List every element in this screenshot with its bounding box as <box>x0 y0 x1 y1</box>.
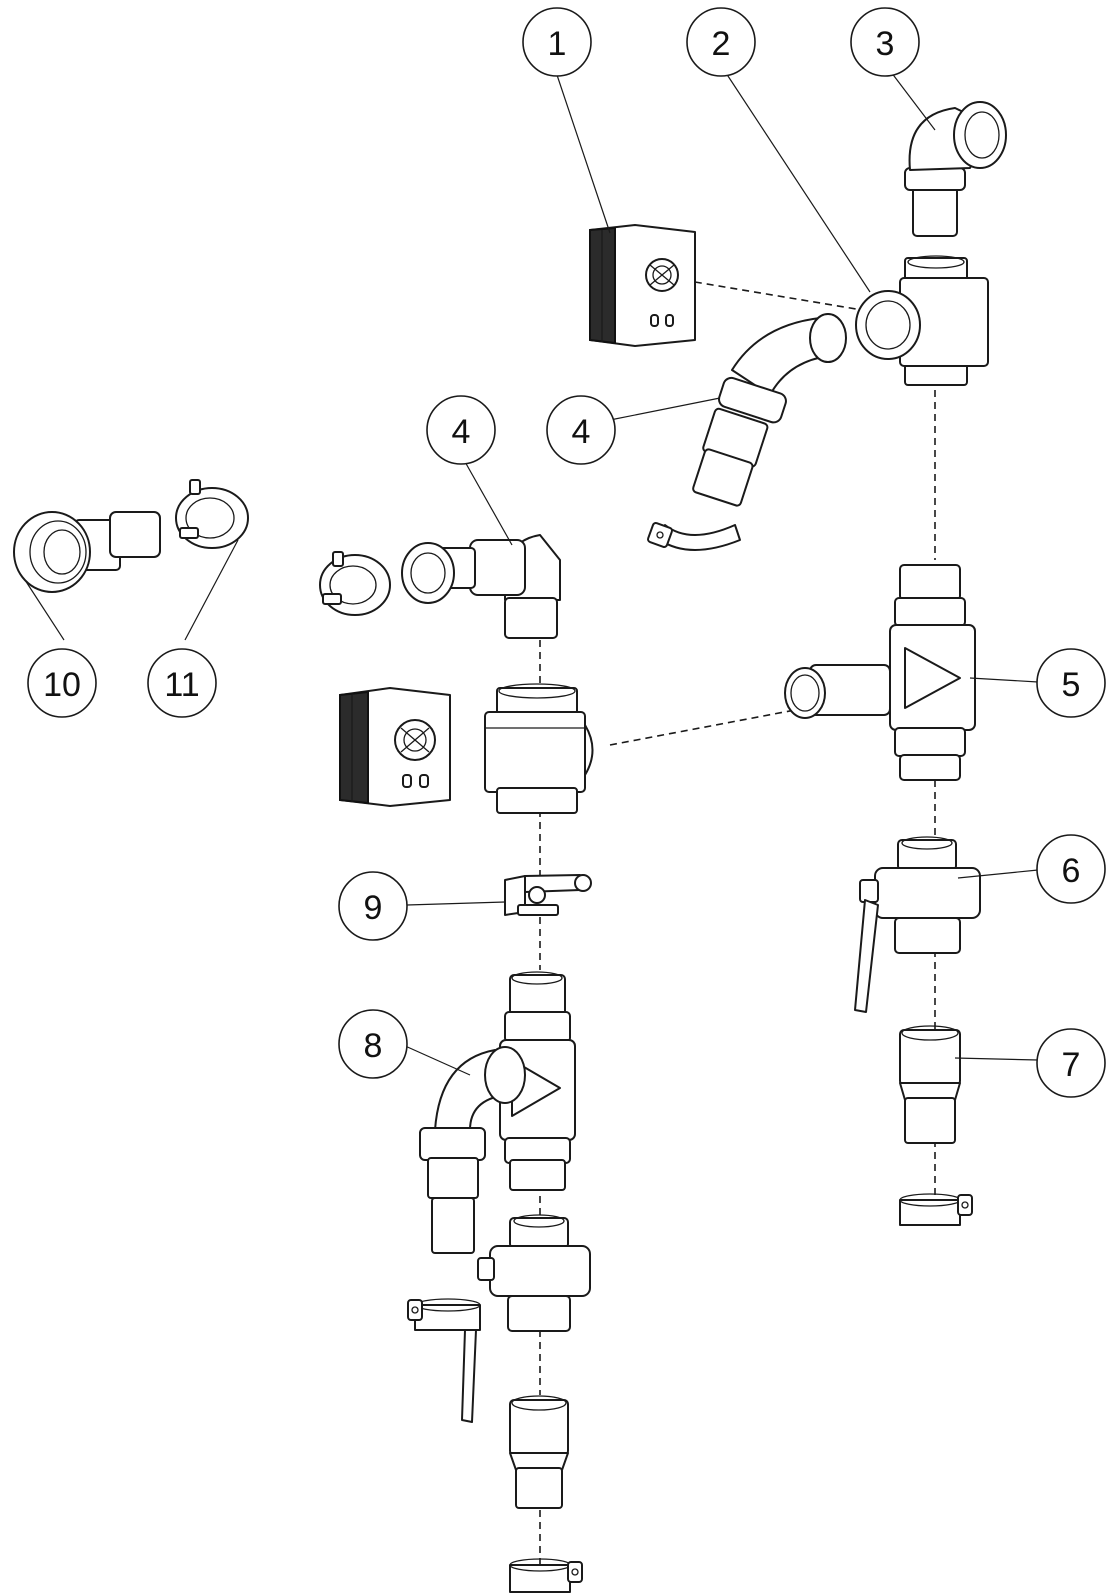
tee-fitting-icon <box>484 683 594 814</box>
callout-7: 7 <box>1036 1028 1106 1098</box>
callout-9: 9 <box>338 871 408 941</box>
pipe-clamp-icon <box>319 551 391 616</box>
callout-4b-label: 4 <box>452 413 471 451</box>
callout-2: 2 <box>686 7 756 77</box>
actuator-icon <box>589 224 696 347</box>
callout-2-label: 2 <box>712 25 731 63</box>
callout-4b: 4 <box>426 395 496 465</box>
pipe-clamp-icon <box>175 479 249 549</box>
callout-4a: 4 <box>546 395 616 465</box>
callout-10-label: 10 <box>43 666 81 704</box>
hose-connector-icon <box>13 511 161 593</box>
tee-fitting-icon <box>784 564 976 781</box>
callout-9-label: 9 <box>364 889 383 927</box>
pipe-clamp-icon <box>509 1558 583 1593</box>
pipe-clamp-icon <box>647 522 741 551</box>
callout-5-label: 5 <box>1062 666 1081 704</box>
pipe-clamp-icon <box>899 1193 973 1226</box>
pipe-clamp-icon <box>504 874 592 916</box>
hose-connector-icon <box>899 1025 961 1144</box>
callout-11-label: 11 <box>164 666 199 704</box>
callout-3-label: 3 <box>876 25 895 63</box>
callout-3: 3 <box>850 7 920 77</box>
hose-connector-icon <box>692 313 847 507</box>
callout-7-label: 7 <box>1062 1046 1081 1084</box>
callout-8-label: 8 <box>364 1027 383 1065</box>
elbow-fitting-icon <box>904 101 1007 237</box>
ball-valve-icon <box>461 1214 591 1423</box>
callout-8: 8 <box>338 1009 408 1079</box>
callout-10: 10 <box>27 648 97 718</box>
pipe-clamp-icon <box>407 1298 481 1331</box>
hose-connector-icon <box>509 1395 569 1509</box>
callout-1: 1 <box>522 7 592 77</box>
ball-valve-icon <box>854 836 981 1013</box>
callout-11: 11 <box>147 648 217 718</box>
actuator-icon <box>339 687 451 807</box>
tee-fitting-icon <box>855 255 989 386</box>
callout-5: 5 <box>1036 648 1106 718</box>
elbow-fitting-icon <box>419 1046 526 1254</box>
elbow-fitting-icon <box>401 534 561 639</box>
callout-6-label: 6 <box>1062 852 1081 890</box>
callout-1-label: 1 <box>548 25 567 63</box>
callout-4a-label: 4 <box>572 413 591 451</box>
callout-6: 6 <box>1036 834 1106 904</box>
leader-lines <box>24 71 1039 1076</box>
